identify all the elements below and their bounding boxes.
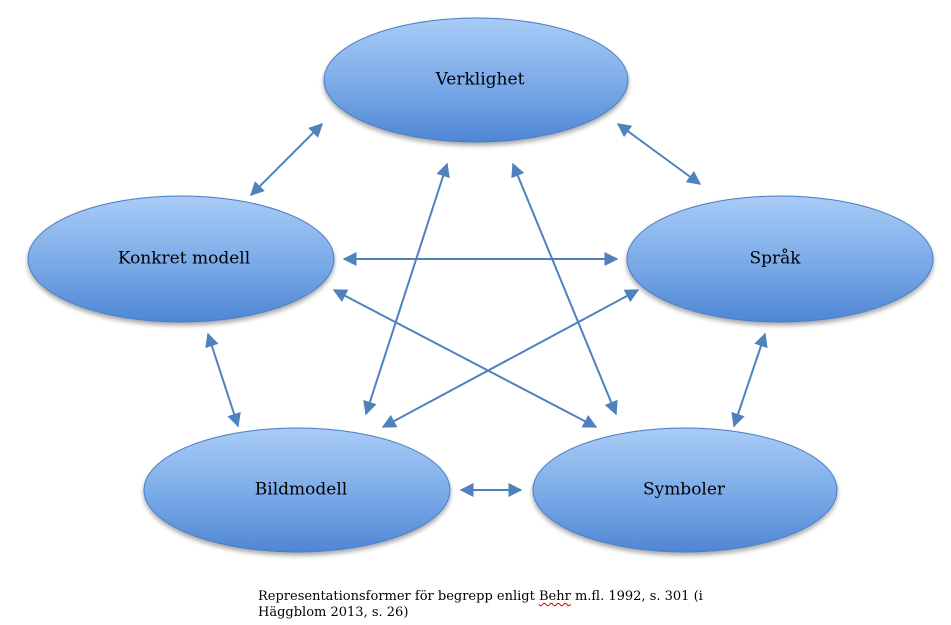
- edge-verklighet-symboler: [511, 162, 618, 416]
- edge-verklighet-sprak: [616, 123, 702, 185]
- edge-verklighet-bildmodell: [363, 162, 450, 416]
- node-bildmodell-label: Bildmodell: [255, 480, 347, 500]
- node-symboler-ellipse: [532, 427, 838, 553]
- edge-sprak-bildmodell: [381, 289, 640, 428]
- edge-sprak-symboler: [731, 332, 768, 428]
- node-konkret-ellipse: [27, 195, 335, 323]
- node-sprak-label: Språk: [749, 249, 801, 269]
- node-sprak-ellipse: [626, 195, 934, 323]
- node-bildmodell-ellipse: [143, 427, 451, 553]
- node-verklighet-label: Verklighet: [435, 70, 525, 90]
- caption-text-part1: Representationsformer för begrepp enligt: [258, 589, 539, 604]
- edge-konkret-symboler: [332, 289, 598, 428]
- node-symboler-label: Symboler: [643, 480, 726, 500]
- node-konkret-label: Konkret modell: [118, 249, 250, 269]
- edge-konkret-bildmodell: [205, 332, 241, 428]
- edge-verklighet-konkret: [250, 123, 323, 196]
- node-sprak: Språk: [626, 195, 934, 323]
- caption-misspelled-word: Behr: [538, 589, 571, 604]
- node-verklighet-ellipse: [323, 17, 629, 143]
- diagram-caption: Representationsformer för begrepp enligt…: [258, 589, 758, 621]
- caption-text-part2: m.fl. 1992, s. 301 (i Häggblom 2013, s. …: [258, 589, 703, 620]
- edge-group: [205, 123, 768, 497]
- node-symboler: Symboler: [532, 427, 838, 553]
- node-konkret: Konkret modell: [27, 195, 335, 323]
- node-verklighet: Verklighet: [323, 17, 629, 143]
- node-bildmodell: Bildmodell: [143, 427, 451, 553]
